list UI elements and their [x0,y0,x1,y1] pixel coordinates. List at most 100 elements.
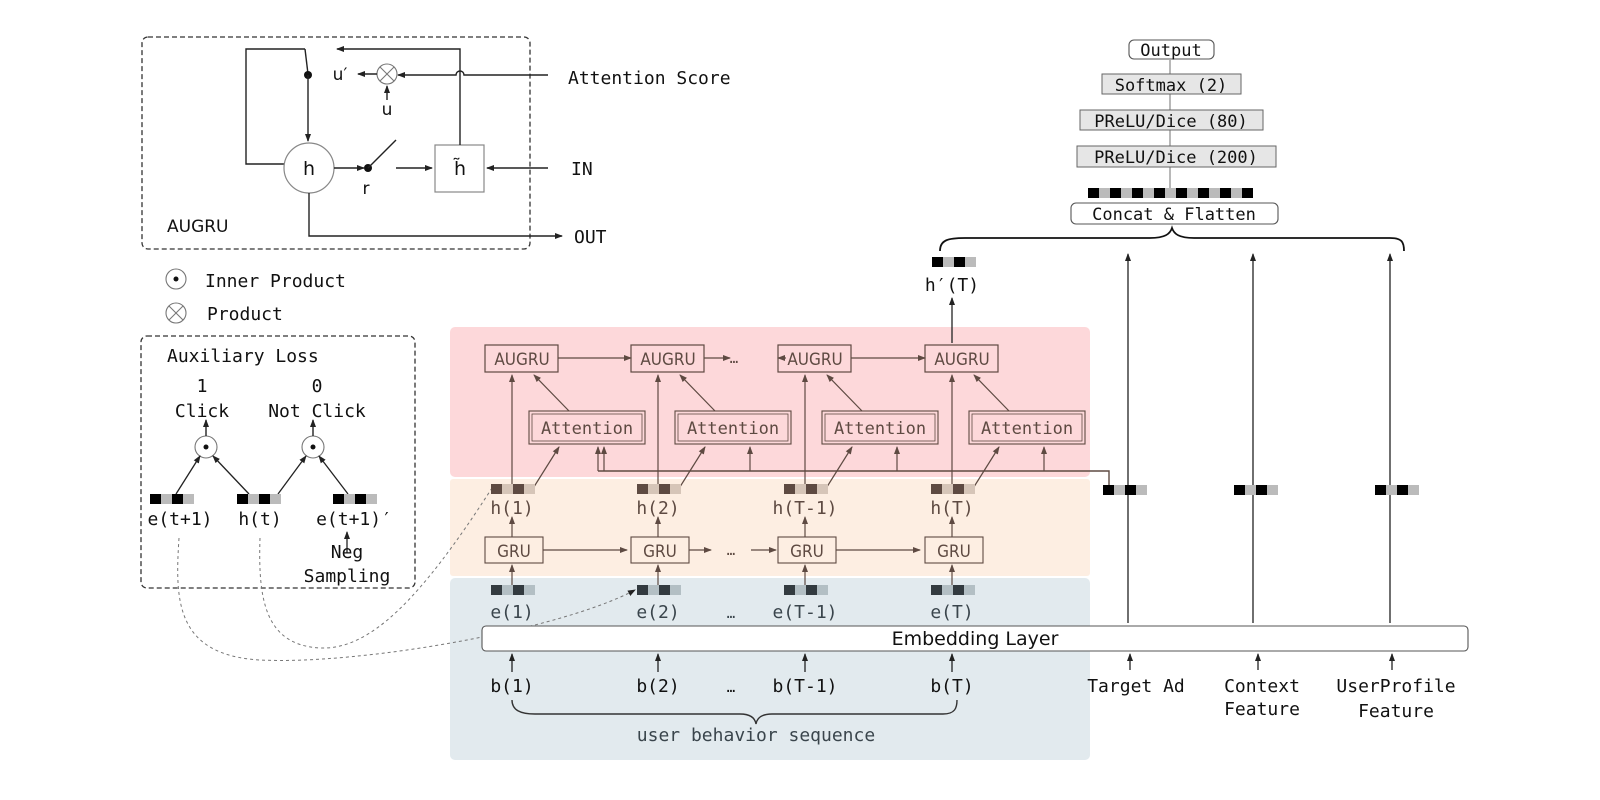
userprofile-vector [1375,485,1419,495]
attention-label: Attention [687,419,779,439]
gru-label: GRU [790,542,824,562]
r-label: r [363,179,370,199]
dotted-link-e-next [177,537,636,661]
behavior-label: b(T-1) [772,676,837,697]
hidden-state-label: h(2) [636,498,679,519]
behavior-ellipsis: … [727,680,735,696]
hidden-state-vector [784,484,828,494]
not-click-label: Not Click [268,401,366,422]
augru-label: AUGRU [640,350,695,370]
gru-label: GRU [937,542,971,562]
behavior-sequence-label: user behavior sequence [637,725,875,746]
product-node [376,63,398,85]
attention-to-augru-arrow [533,374,570,412]
out-label: OUT [574,227,607,248]
embedding-vector [491,585,535,595]
attention-label: Attention [981,419,1073,439]
legend-inner-product: Inner Product [205,271,346,292]
attention-score-label: Attention Score [568,68,731,89]
h-tilde-label: h̃ [453,158,466,180]
hidden-state-vector [637,484,681,494]
embedding-layer-label: Embedding Layer [892,628,1059,650]
aux-loss-title: Auxiliary Loss [167,346,319,367]
output-label: Output [1140,41,1201,61]
in-label: IN [571,159,593,180]
attention-box-outer [674,410,792,445]
attention-box-inner [677,413,789,442]
dotted-link-h-t [259,487,493,649]
e-next-label: e(t+1) [147,509,212,530]
hidden-state-label: h(T) [930,498,973,519]
h-prime-label: h′(T) [925,275,979,296]
attention-box-inner [824,413,936,442]
vector-h-t [237,494,281,504]
embedding-vector [931,585,975,595]
attention-to-augru-arrow [973,374,1010,412]
attention-to-augru-arrow [826,374,863,412]
inner-product-node-click [194,435,218,459]
behavior-label: b(2) [636,676,679,697]
output-box [1128,39,1215,60]
auxiliary-loss-panel: Auxiliary Loss 1 Click 0 Not Click [140,335,416,589]
softmax-box [1101,73,1242,95]
embedding-label: e(2) [636,602,679,623]
target-ad-attention-bus [598,470,1110,485]
prelu200-label: PReLU/Dice (200) [1094,148,1258,168]
embedding-vector [637,585,681,595]
augru-ellipsis: … [730,351,738,367]
augru-label: AUGRU [787,350,842,370]
inner-product-node-not-click [301,435,325,459]
click-value: 1 [197,376,208,397]
embedding-label: e(1) [490,602,533,623]
hidden-state-vector [491,484,535,494]
behavior-sequence-brace [511,699,958,725]
hidden-to-attention-arrow [971,446,1000,491]
click-label: Click [175,401,229,422]
legend: Inner Product Product [165,268,346,325]
u-prime-label: u′ [333,65,348,85]
mlp-stack: Output Softmax (2) PReLU/Dice (80) PReLU… [1070,39,1279,225]
product-icon [165,302,187,324]
u-label: u [382,100,393,120]
concat-flatten-label: Concat & Flatten [1092,205,1256,225]
concat-vector [1088,188,1253,198]
hidden-state-label: h(1) [490,498,533,519]
softmax-label: Softmax (2) [1115,76,1228,96]
attention-box-outer [528,410,646,445]
inner-product-icon [165,268,187,290]
augru-cell-panel: AUGRU h r h̃ IN Attention Score u′ [141,36,731,250]
embedding-label: e(T-1) [772,602,837,623]
embedding-layer-box [481,625,1469,652]
augru-label: AUGRU [494,350,549,370]
attention-box-inner [531,413,643,442]
attention-to-augru-arrow [679,374,716,412]
legend-product: Product [207,304,283,325]
gru-label: GRU [643,542,677,562]
prelu200-box [1076,145,1277,168]
target-ad-vector [1103,485,1147,495]
gru-box [924,536,984,564]
augru-label: AUGRU [934,350,989,370]
hidden-state-label: h(T-1) [772,498,837,519]
h-tilde-box [434,144,485,193]
hidden-to-attention-arrow [824,446,853,491]
embedding-vector [784,585,828,595]
interest-extractor-layer: GRUh(1)GRUh(2)GRUh(T-1)GRUh(T)… [484,484,984,588]
neg-sampling-label-1: Neg [331,542,364,563]
neg-sampling-label-2: Sampling [304,566,391,587]
attention-box-inner [971,413,1083,442]
userprofile-label-2: Feature [1358,701,1434,722]
context-label-1: Context [1224,676,1300,697]
prelu80-box [1079,109,1264,131]
context-vector [1234,485,1278,495]
hidden-state-vector [931,484,975,494]
embedding-ellipsis: … [727,606,735,622]
interest-evolving-layer-bg [450,327,1090,477]
concat-flatten-box [1070,202,1279,225]
interest-extractor-layer-bg [450,479,1090,576]
context-label-2: Feature [1224,699,1300,720]
behavior-label: b(T) [930,676,973,697]
vector-e-next-neg [333,494,377,504]
behavior-label: b(1) [490,676,533,697]
